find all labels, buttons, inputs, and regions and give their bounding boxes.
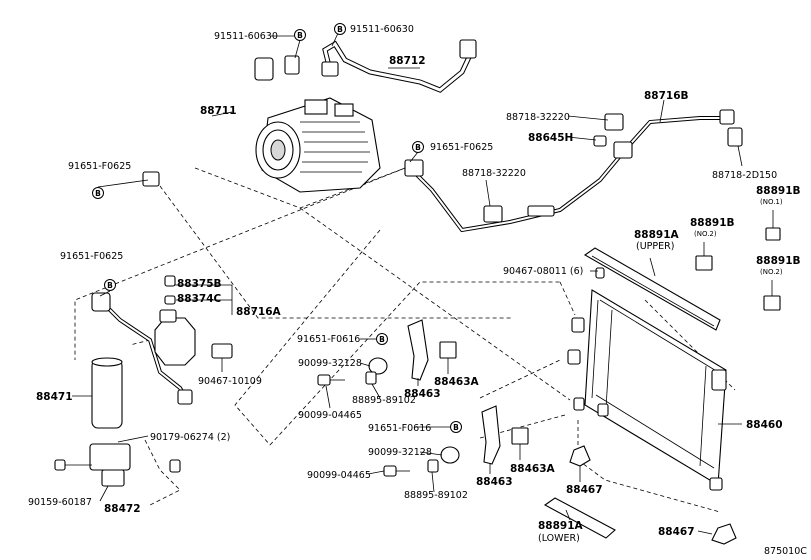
seal-88891a-upper xyxy=(583,247,721,331)
pads-88891b xyxy=(695,227,781,311)
condenser-88460 xyxy=(567,289,727,491)
label-90467-10109: 90467-10109 xyxy=(198,376,262,387)
bolt-marker-2: B xyxy=(334,23,346,35)
part-labels: 91511-60630 91511-60630 88712 88711 9165… xyxy=(28,24,807,557)
bolt-marker-4: B xyxy=(412,141,424,153)
pipe-88716b xyxy=(404,109,743,233)
label-88460: 88460 xyxy=(746,419,783,431)
bolt-marker-7: B xyxy=(450,421,462,433)
label-91651-f0616-top: 91651-F0616 xyxy=(297,334,360,345)
compressor xyxy=(255,97,381,193)
label-91651-f0616-bot: 91651-F0616 xyxy=(368,423,431,434)
label-88645h: 88645H xyxy=(528,132,573,144)
brackets-88463 xyxy=(317,319,529,477)
svg-text:B: B xyxy=(453,423,459,432)
label-88891b-no1-note: (NO.1) xyxy=(760,198,783,206)
label-88891a-upper-note: (UPPER) xyxy=(636,241,674,252)
label-88895-89102-top: 88895-89102 xyxy=(352,395,416,406)
label-88463a-top: 88463A xyxy=(434,376,480,388)
pipe-88716a xyxy=(91,275,233,405)
label-88718-32220-mid: 88718-32220 xyxy=(462,168,526,179)
bolt-marker-5: B xyxy=(104,279,116,291)
label-90099-04465-top: 90099-04465 xyxy=(298,410,362,421)
bolt-marker-1: B xyxy=(294,29,306,41)
receiver-dryer-88471 xyxy=(54,357,181,487)
bolt-marker-6: B xyxy=(376,333,388,345)
svg-text:B: B xyxy=(95,189,101,198)
label-88463a-bot: 88463A xyxy=(510,463,556,475)
catalog-code: 875010C xyxy=(764,546,807,557)
label-90099-32128-top: 90099-32128 xyxy=(298,358,362,369)
label-91511-60630-left: 91511-60630 xyxy=(214,31,278,42)
label-88718-32220-top: 88718-32220 xyxy=(506,112,570,123)
label-88711: 88711 xyxy=(200,105,237,117)
label-90179-06274: 90179-06274 (2) xyxy=(150,432,230,443)
label-91651-f0625-left-top: 91651-F0625 xyxy=(68,161,131,172)
label-90099-04465-bot: 90099-04465 xyxy=(307,470,371,481)
label-88891b-no2a-note: (NO.2) xyxy=(694,230,717,238)
label-91651-f0625-mid: 91651-F0625 xyxy=(430,142,493,153)
label-91511-60630-right: 91511-60630 xyxy=(350,24,414,35)
label-88472: 88472 xyxy=(104,503,141,515)
bolt-marker-3: B xyxy=(92,187,104,199)
svg-text:B: B xyxy=(415,143,421,152)
label-90099-32128-bot: 90099-32128 xyxy=(368,447,432,458)
label-88891a-lower-note: (LOWER) xyxy=(538,533,580,544)
label-88891b-no2a: 88891B xyxy=(690,217,735,229)
label-88463-top: 88463 xyxy=(404,388,441,400)
label-88716a: 88716A xyxy=(236,306,282,318)
label-88891b-no2b-note: (NO.2) xyxy=(760,268,783,276)
label-88891b-no2b: 88891B xyxy=(756,255,801,267)
label-88463-bot: 88463 xyxy=(476,476,513,488)
label-91651-f0625-left-mid: 91651-F0625 xyxy=(60,251,123,262)
label-88374c: 88374C xyxy=(177,293,222,305)
svg-text:B: B xyxy=(107,281,113,290)
cushions-88467 xyxy=(569,267,737,545)
svg-text:B: B xyxy=(337,25,343,34)
label-88712: 88712 xyxy=(389,55,426,67)
label-88895-89102-bot: 88895-89102 xyxy=(404,490,468,501)
label-88471: 88471 xyxy=(36,391,73,403)
svg-text:B: B xyxy=(297,31,303,40)
label-88718-2d150: 88718-2D150 xyxy=(712,170,777,181)
seal-88891a-lower xyxy=(543,497,616,539)
hose-88712 xyxy=(321,39,477,93)
label-90159-60187: 90159-60187 xyxy=(28,497,92,508)
label-90467-08011: 90467-08011 (6) xyxy=(503,266,583,277)
label-88716b: 88716B xyxy=(644,90,689,102)
hose-88711 xyxy=(140,55,300,187)
label-88891b-no1: 88891B xyxy=(756,185,801,197)
label-88467-bot: 88467 xyxy=(658,526,695,538)
label-88891a-lower: 88891A xyxy=(538,520,584,532)
label-88467-mid: 88467 xyxy=(566,484,603,496)
label-88375b: 88375B xyxy=(177,278,222,290)
svg-text:B: B xyxy=(379,335,385,344)
label-88891a-upper: 88891A xyxy=(634,229,680,241)
